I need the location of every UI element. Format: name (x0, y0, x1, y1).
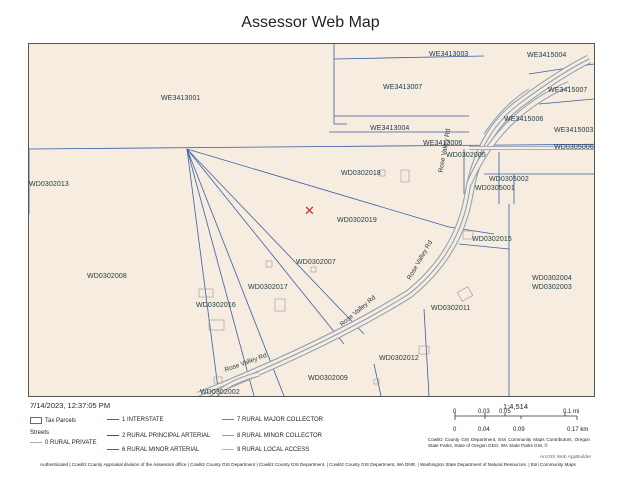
tax-parcel-swatch-icon (30, 417, 42, 424)
location-marker-icon: ✕ (304, 203, 315, 218)
scale-mi-2: 0.05 (499, 409, 511, 415)
map-canvas[interactable] (29, 44, 594, 396)
street-swatch-icon (222, 434, 234, 436)
parcel-label: WD0302016 (196, 302, 236, 309)
parcel-label: WE3415007 (548, 87, 588, 94)
scale-km-0: 0 (453, 427, 457, 433)
scale-km-1: 0.04 (478, 427, 490, 433)
parcel-label: WD0302019 (337, 217, 377, 224)
footer-credits: Authenticated | Cowlitz County Appraisal… (40, 462, 576, 467)
parcel-label: WE3415006 (504, 116, 544, 123)
parcel-label: WE3413004 (370, 125, 410, 132)
page-title: Assessor Web Map (241, 14, 380, 31)
parcel-label: WD0302004 (532, 275, 572, 282)
scale-km-3: 0.17 km (567, 427, 589, 433)
legend-item: 6 RURAL MINOR ARTERIAL (107, 447, 199, 453)
legend-item: 2 RURAL PRINCIPAL ARTERIAL (107, 433, 210, 439)
legend-item: 8 RURAL MINOR COLLECTOR (222, 433, 322, 439)
parcel-label: WD0302003 (532, 284, 572, 291)
parcel-label: WD0302013 (29, 181, 69, 188)
parcel-label: WD0305006 (554, 144, 594, 151)
parcel-label: WD0302009 (308, 375, 348, 382)
street-swatch-icon (222, 448, 234, 450)
parcel-label: WD0302017 (248, 284, 288, 291)
parcel-label: WE3413007 (383, 84, 423, 91)
building-footprints (198, 169, 474, 385)
legend-item: 0 RURAL PRIVATE (30, 440, 97, 446)
attribution-text: Cowlitz County GIS Department, Esri Comm… (428, 437, 590, 448)
parcel-label: WD0302008 (87, 273, 127, 280)
parcel-label: WE3415004 (527, 52, 567, 59)
parcel-boundaries (29, 44, 594, 396)
parcel-label: WD0305001 (475, 185, 515, 192)
street-swatch-icon (30, 441, 42, 443)
street-swatch-icon (107, 448, 119, 450)
parcel-label: WE3413001 (161, 95, 201, 102)
scale-mi-1: 0.03 (478, 409, 490, 415)
legend-item: 1 INTERSTATE (107, 417, 163, 423)
legend-item: 7 RURAL MAJOR COLLECTOR (222, 417, 323, 423)
app-builder-credit: ArcGIS Web AppBuilder (540, 455, 592, 460)
parcel-label: WD0305002 (489, 176, 529, 183)
legend-streets-heading: Streets (30, 430, 50, 436)
print-timestamp: 7/14/2023, 12:37:05 PM (30, 401, 111, 410)
scale-mi-3: 0.1 mi (563, 409, 580, 415)
road-network (197, 54, 594, 396)
scale-bar (454, 412, 578, 420)
parcel-label: WD0302012 (379, 355, 419, 362)
parcel-label: WD0302015 (472, 236, 512, 243)
scale-ratio: 1:4,514 (503, 402, 529, 411)
parcel-label: WD0302011 (431, 305, 471, 312)
legend-item: 9 RURAL LOCAL ACCESS (222, 447, 309, 453)
street-swatch-icon (222, 418, 234, 420)
legend-tax-parcels: Tax Parcels (30, 417, 76, 424)
street-swatch-icon (107, 434, 119, 436)
parcel-label: WD0302002 (200, 389, 240, 396)
parcel-label: WD0302005 (446, 152, 486, 159)
parcel-label: WE3413003 (429, 51, 469, 58)
parcel-label: WE3413006 (423, 140, 463, 147)
parcel-label: WE3415003 (554, 127, 594, 134)
parcel-label: WD0302018 (341, 170, 381, 177)
street-swatch-icon (107, 418, 119, 420)
scale-mi-0: 0 (453, 409, 457, 415)
scale-km-2: 0.09 (513, 427, 525, 433)
parcel-label: WD0302007 (296, 259, 336, 266)
